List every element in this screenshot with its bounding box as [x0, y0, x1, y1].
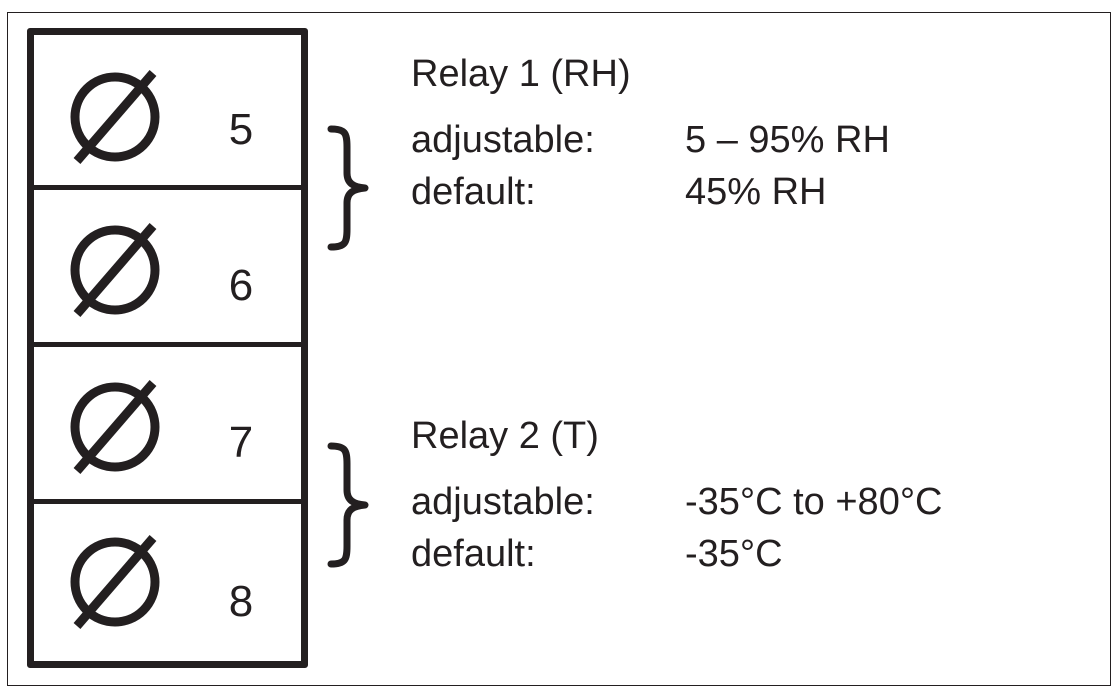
relay-1-default-row: default: 45% RH [411, 166, 827, 218]
screw-terminal-icon [70, 70, 160, 164]
terminal-number: 8 [228, 577, 254, 626]
terminal-cell: 8 [34, 504, 301, 661]
adjustable-label: adjustable: [411, 481, 595, 523]
terminal-number: 7 [228, 418, 254, 467]
default-value: -35°C [685, 533, 783, 575]
default-label: default: [411, 533, 536, 575]
relay-1-title: Relay 1 (RH) [411, 53, 631, 95]
curly-brace-icon [327, 442, 369, 568]
adjustable-label: adjustable: [411, 119, 595, 161]
default-value: 45% RH [685, 171, 827, 213]
relay-2-default-row: default: -35°C [411, 528, 783, 580]
relay-2-info: Relay 2 (T) adjustable: -35°C to +80°C d… [411, 410, 942, 580]
terminal-block: 5 6 7 8 [27, 28, 308, 668]
curly-brace-icon [327, 125, 369, 251]
screw-terminal-icon [70, 223, 160, 317]
diagram-frame [7, 12, 1111, 686]
adjustable-value: -35°C to +80°C [685, 481, 943, 523]
relay-2-adjustable-row: adjustable: -35°C to +80°C [411, 476, 942, 528]
screw-terminal-icon [70, 380, 160, 474]
terminal-number: 6 [228, 261, 254, 310]
terminal-cell: 5 [34, 35, 301, 190]
terminal-number: 5 [228, 105, 254, 154]
terminal-cell: 6 [34, 190, 301, 347]
default-label: default: [411, 171, 536, 213]
relay-1-adjustable-row: adjustable: 5 – 95% RH [411, 114, 890, 166]
relay-1-info: Relay 1 (RH) adjustable: 5 – 95% RH defa… [411, 48, 890, 218]
adjustable-value: 5 – 95% RH [685, 119, 890, 161]
screw-terminal-icon [70, 535, 160, 629]
relay-2-title: Relay 2 (T) [411, 415, 599, 457]
terminal-cell: 7 [34, 347, 301, 504]
